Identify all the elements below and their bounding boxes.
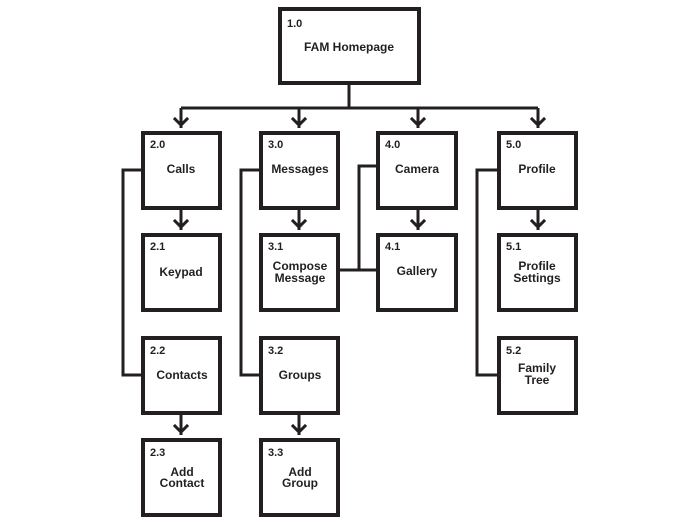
node-label: Contacts bbox=[156, 368, 208, 382]
node-profile[interactable]: 5.0 Profile bbox=[497, 131, 578, 210]
node-number: 3.2 bbox=[268, 345, 283, 357]
node-number: 3.1 bbox=[268, 241, 283, 253]
node-label-line1: Add bbox=[170, 465, 193, 479]
node-number: 3.3 bbox=[268, 447, 283, 459]
node-keypad[interactable]: 2.1 Keypad bbox=[141, 233, 222, 312]
node-number: 1.0 bbox=[287, 18, 302, 30]
node-label: Keypad bbox=[159, 265, 202, 279]
node-label-line2: Message bbox=[275, 271, 326, 285]
node-groups[interactable]: 3.2 Groups bbox=[259, 336, 340, 415]
node-number: 5.0 bbox=[506, 139, 521, 151]
arrowheads bbox=[172, 116, 547, 435]
node-label: Groups bbox=[279, 368, 322, 382]
node-label-line2: Contact bbox=[160, 476, 205, 490]
node-label-line2: Settings bbox=[513, 271, 561, 285]
arrowhead-icon bbox=[529, 116, 547, 128]
connector-camera-compose-bracket bbox=[337, 164, 378, 272]
node-label-line2: Tree bbox=[525, 373, 550, 387]
arrowhead-icon bbox=[290, 218, 308, 230]
node-number: 5.2 bbox=[506, 345, 521, 357]
node-label-line1: Family bbox=[518, 361, 556, 375]
arrowhead-icon bbox=[290, 423, 308, 435]
node-label-line1: Profile bbox=[518, 259, 556, 273]
node-gallery[interactable]: 4.1 Gallery bbox=[376, 233, 458, 312]
arrowhead-icon bbox=[172, 423, 190, 435]
node-number: 2.1 bbox=[150, 241, 165, 253]
arrowhead-icon bbox=[529, 218, 547, 230]
node-number: 2.2 bbox=[150, 345, 165, 357]
arrowhead-icon bbox=[409, 116, 427, 128]
node-label: Messages bbox=[271, 162, 329, 176]
connectors bbox=[121, 83, 540, 435]
node-profile-settings[interactable]: 5.1 Profile Settings bbox=[497, 233, 578, 312]
node-label-line1: Compose bbox=[273, 259, 328, 273]
node-contacts[interactable]: 2.2 Contacts bbox=[141, 336, 222, 415]
node-family-tree[interactable]: 5.2 Family Tree bbox=[497, 336, 578, 415]
node-label-line1: Add bbox=[288, 465, 311, 479]
node-calls[interactable]: 2.0 Calls bbox=[141, 131, 222, 210]
node-messages[interactable]: 3.0 Messages bbox=[259, 131, 340, 210]
node-compose-message[interactable]: 3.1 Compose Message bbox=[259, 233, 340, 312]
connector-profile-familytree-bracket bbox=[475, 168, 499, 377]
node-number: 4.1 bbox=[385, 241, 400, 253]
node-label: Camera bbox=[395, 162, 439, 176]
node-label: FAM Homepage bbox=[304, 40, 394, 54]
arrowhead-icon bbox=[172, 218, 190, 230]
node-number: 2.3 bbox=[150, 447, 165, 459]
node-number: 3.0 bbox=[268, 139, 283, 151]
arrowhead-icon bbox=[172, 116, 190, 128]
node-label-line2: Group bbox=[282, 476, 318, 490]
node-number: 5.1 bbox=[506, 241, 521, 253]
node-number: 2.0 bbox=[150, 139, 165, 151]
node-fam-homepage[interactable]: 1.0 FAM Homepage bbox=[278, 7, 421, 85]
node-camera[interactable]: 4.0 Camera bbox=[376, 131, 458, 210]
node-label: Profile bbox=[518, 162, 556, 176]
node-add-group[interactable]: 3.3 Add Group bbox=[259, 438, 340, 517]
connector-messages-groups-bracket bbox=[239, 168, 261, 377]
node-label: Gallery bbox=[397, 264, 438, 278]
node-add-contact[interactable]: 2.3 Add Contact bbox=[141, 438, 222, 517]
arrowhead-icon bbox=[409, 218, 427, 230]
node-label: Calls bbox=[167, 162, 196, 176]
arrowhead-icon bbox=[290, 116, 308, 128]
node-number: 4.0 bbox=[385, 139, 400, 151]
connector-calls-contacts-bracket bbox=[121, 168, 143, 377]
